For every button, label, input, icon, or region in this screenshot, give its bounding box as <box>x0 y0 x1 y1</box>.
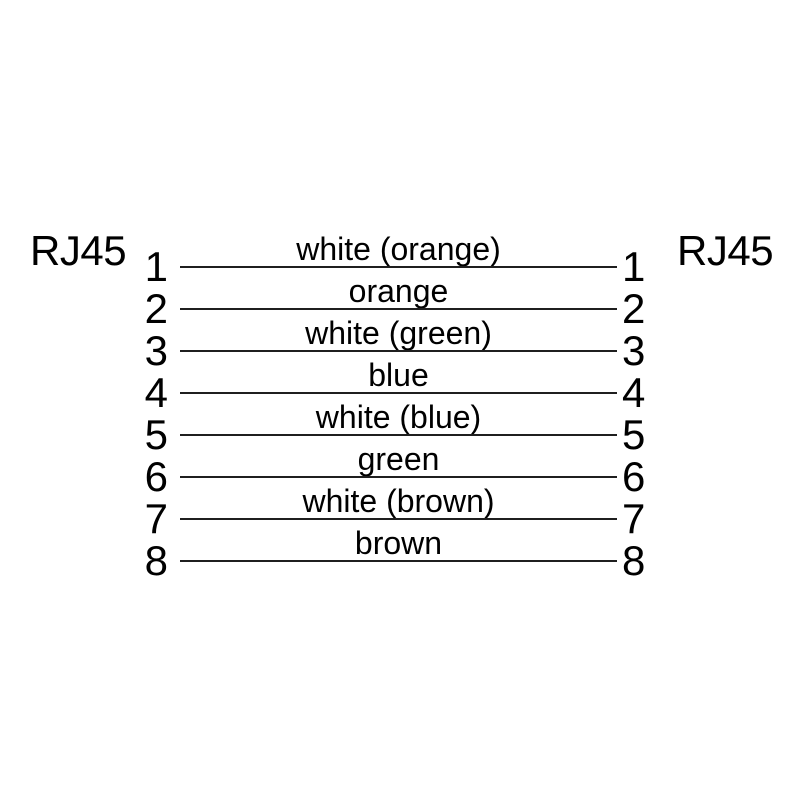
left-pin-number-1: 1 <box>144 243 168 290</box>
left-pin-number-3: 3 <box>144 327 168 374</box>
wire-row: orange <box>180 268 617 310</box>
right-pin-number-2: 2 <box>622 285 646 332</box>
wire-color-label: green <box>357 441 440 477</box>
right-pin-number-7: 7 <box>622 495 646 542</box>
wire-color-label: white (blue) <box>315 399 482 435</box>
wire-row: brown <box>180 520 617 562</box>
left-pin-number-5: 5 <box>144 411 168 458</box>
wire-color-label: brown <box>354 525 443 561</box>
wire-line <box>180 350 617 352</box>
connector-label-left: RJ45 <box>30 227 127 274</box>
right-pin-number-3: 3 <box>622 327 646 374</box>
wire-line <box>180 266 617 268</box>
wire-color-label: orange <box>348 273 449 309</box>
left-pin-number-8: 8 <box>144 537 168 584</box>
left-pin-number-4: 4 <box>144 369 168 416</box>
wire-row: white (orange) <box>180 226 617 268</box>
wire-color-label: white (brown) <box>302 483 495 519</box>
wire-line <box>180 518 617 520</box>
wire-color-label: white (green) <box>305 315 492 351</box>
wire-row: blue <box>180 352 617 394</box>
wire-line <box>180 434 617 436</box>
wire-color-label: blue <box>368 357 429 393</box>
right-pin-number-1: 1 <box>622 243 646 290</box>
wire-line <box>180 392 617 394</box>
wire-row: green <box>180 436 617 478</box>
left-pin-number-6: 6 <box>144 453 168 500</box>
left-pin-column: 1 2 3 4 5 6 7 8 <box>130 246 168 582</box>
wire-line <box>180 308 617 310</box>
connector-label-right: RJ45 <box>677 227 774 274</box>
wire-line <box>180 560 617 562</box>
right-pin-number-4: 4 <box>622 369 646 416</box>
right-pin-number-5: 5 <box>622 411 646 458</box>
wire-row: white (blue) <box>180 394 617 436</box>
left-pin-number-2: 2 <box>144 285 168 332</box>
wire-row: white (green) <box>180 310 617 352</box>
wire-list: white (orange) orange white (green) blue… <box>180 226 617 562</box>
wire-line <box>180 476 617 478</box>
right-pin-number-8: 8 <box>622 537 646 584</box>
right-pin-column: 1 2 3 4 5 6 7 8 <box>622 246 660 582</box>
wire-color-label: white (orange) <box>296 231 501 267</box>
right-pin-number-6: 6 <box>622 453 646 500</box>
wire-row: white (brown) <box>180 478 617 520</box>
left-pin-number-7: 7 <box>144 495 168 542</box>
